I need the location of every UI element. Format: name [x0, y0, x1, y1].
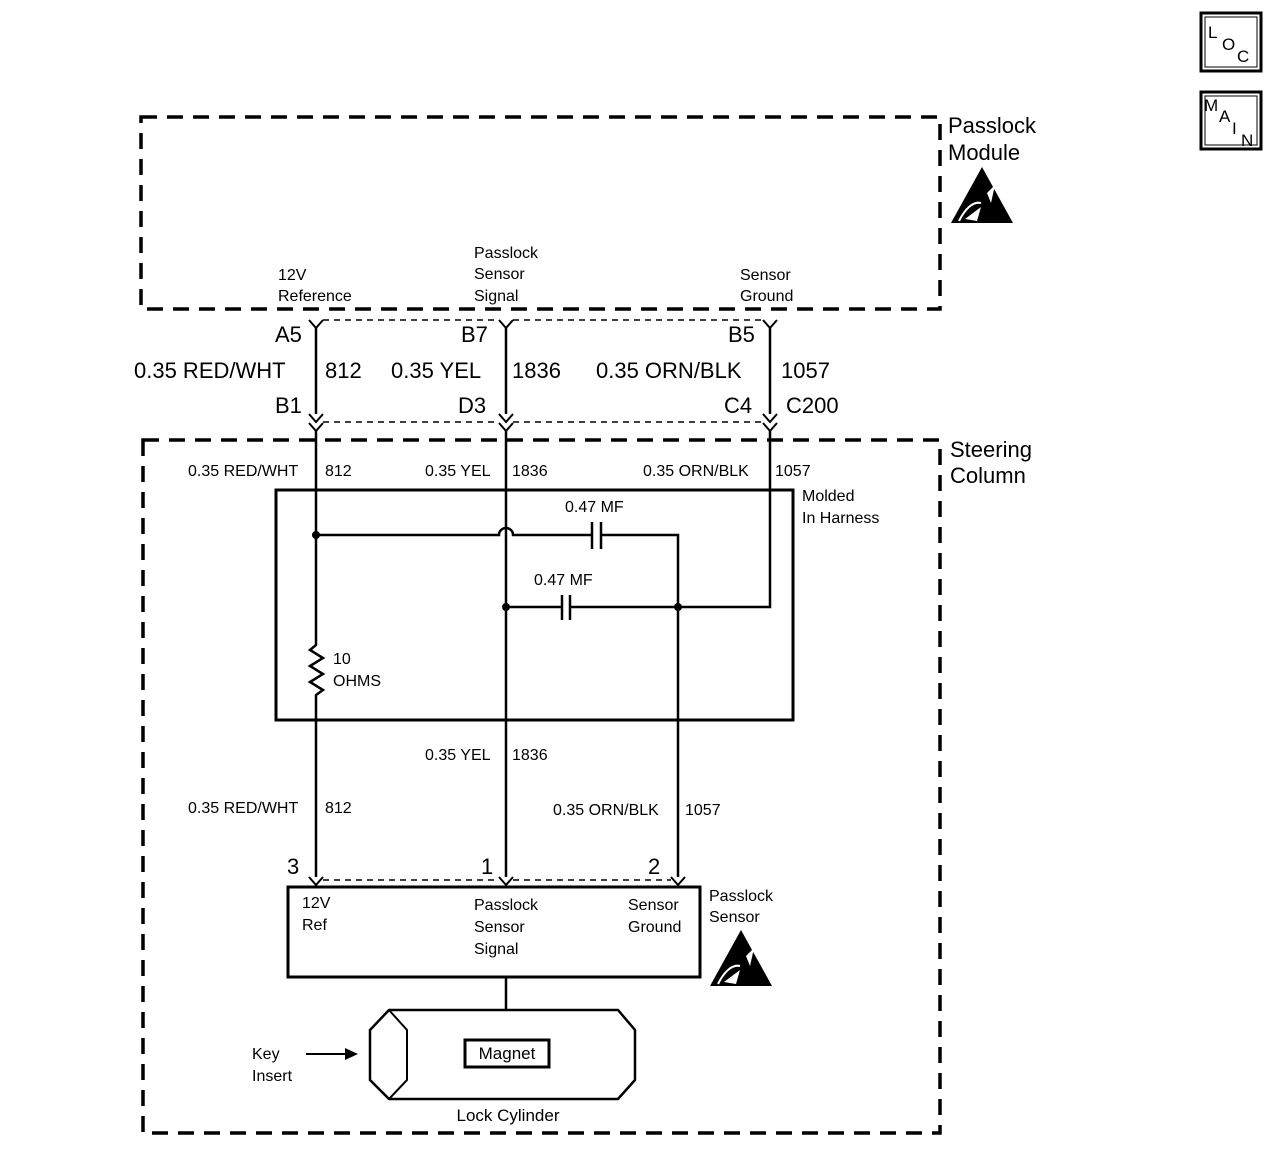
wire-upper-orn-circuit: 1057: [781, 358, 830, 383]
cap1-wire-right-ground: [601, 533, 680, 877]
wire-lower-red-color: 0.35 RED/WHT: [188, 800, 298, 817]
cap1-label: 0.47 MF: [565, 499, 624, 516]
wire-lower-yel-color: 0.35 YEL: [425, 747, 491, 764]
wire-lower-red-circuit: 812: [325, 800, 352, 817]
magnet-label: Magnet: [479, 1044, 536, 1063]
pin-d3: D3: [458, 393, 486, 418]
module-pin-sig-line3: Signal: [474, 288, 518, 305]
pin-c4: C4: [724, 393, 752, 418]
cap1-symbol: [590, 522, 603, 549]
main-letter-i: I: [1232, 119, 1237, 138]
cap2-label: 0.47 MF: [534, 572, 593, 589]
module-pin-ref-line1: 12V: [278, 267, 307, 284]
loc-letter-c: C: [1237, 47, 1249, 66]
sensor-ref-line2: Ref: [302, 917, 327, 934]
cap1-wire-left: [316, 526, 592, 537]
pin-b1: B1: [275, 393, 302, 418]
module-title-line1: Passlock: [948, 113, 1037, 138]
resistor-label-line1: 10: [333, 651, 351, 668]
key-insert-line2: Insert: [252, 1068, 293, 1085]
lock-cylinder-label: Lock Cylinder: [457, 1106, 560, 1125]
pin-b5: B5: [728, 322, 755, 347]
resistor-label-line2: OHMS: [333, 673, 381, 690]
sensor-title-line2: Sensor: [709, 909, 760, 926]
splice-gnd: [674, 603, 682, 611]
sensor-gnd-line1: Sensor: [628, 897, 679, 914]
sensor-ref-line1: 12V: [302, 895, 331, 912]
wire-upper-yel-color: 0.35 YEL: [391, 358, 481, 383]
wire-sc-orn-circuit: 1057: [775, 463, 811, 480]
splice-yel: [502, 603, 510, 611]
steering-title-line1: Steering: [950, 437, 1032, 462]
sensor-sig-line1: Passlock: [474, 897, 539, 914]
sensor-pin-1: 1: [481, 854, 493, 879]
steering-title-line2: Column: [950, 463, 1026, 488]
wire-upper-red-color: 0.35 RED/WHT: [134, 358, 286, 383]
molded-harness-box: [274, 488, 795, 722]
cap2-wire-right-orn: [570, 431, 772, 609]
module-pin-sig-line2: Sensor: [474, 266, 525, 283]
harness-label-line2: In Harness: [802, 510, 879, 527]
key-insert-line1: Key: [252, 1046, 280, 1063]
wire-sc-red-color: 0.35 RED/WHT: [188, 463, 298, 480]
splice-red: [312, 531, 320, 539]
wire-sc-yel-color: 0.35 YEL: [425, 463, 491, 480]
passlock-module-box: [139, 115, 942, 311]
wire-sc-yel-circuit: 1836: [512, 463, 548, 480]
passlock-sensor-box: [286, 885, 702, 979]
wire-sc-red-circuit: 812: [325, 463, 352, 480]
main-letter-a: A: [1219, 107, 1231, 126]
main-letter-n: N: [1241, 131, 1253, 150]
pin-a5: A5: [275, 322, 302, 347]
module-esd-icon: [950, 166, 1014, 224]
wire-lower-orn-color: 0.35 ORN/BLK: [553, 802, 659, 819]
harness-label-line1: Molded: [802, 488, 854, 505]
key-insert-arrow-icon: [345, 1048, 358, 1060]
connector-module-row: [308, 319, 778, 330]
wire-sc-orn-color: 0.35 ORN/BLK: [643, 463, 749, 480]
connector-sensor-row: [308, 876, 686, 887]
sensor-esd-icon: [709, 929, 773, 987]
main-letter-m: M: [1204, 96, 1218, 115]
module-pin-gnd-line2: Ground: [740, 288, 793, 305]
wire-upper-yel-circuit: 1836: [512, 358, 561, 383]
steering-column-box: [141, 438, 942, 1135]
sensor-pin-3: 3: [287, 854, 299, 879]
magnet-box: [463, 1038, 551, 1069]
sensor-pin-2: 2: [648, 854, 660, 879]
sensor-sig-line2: Sensor: [474, 919, 525, 936]
module-title-line2: Module: [948, 140, 1020, 165]
cap2-symbol: [560, 595, 572, 620]
pin-b7: B7: [461, 322, 488, 347]
wire-red-with-resistor: [307, 431, 326, 877]
connector-c200-label: C200: [786, 393, 839, 418]
wire-lower-orn-circuit: 1057: [685, 802, 721, 819]
sensor-gnd-line2: Ground: [628, 919, 681, 936]
loc-button[interactable]: L O C: [1199, 11, 1263, 73]
module-pin-sig-line1: Passlock: [474, 245, 539, 262]
lock-cylinder-face: [388, 1009, 408, 1100]
loc-letter-l: L: [1208, 23, 1217, 42]
sensor-title-line1: Passlock: [709, 888, 774, 905]
loc-letter-o: O: [1222, 35, 1235, 54]
wire-upper-red-circuit: 812: [325, 358, 362, 383]
main-button[interactable]: M A I N: [1199, 90, 1263, 151]
wire-upper-orn-color: 0.35 ORN/BLK: [596, 358, 742, 383]
connector-c200-row: [308, 413, 778, 433]
sensor-sig-line3: Signal: [474, 941, 518, 958]
wire-lower-yel-circuit: 1836: [512, 747, 548, 764]
module-pin-gnd-line1: Sensor: [740, 267, 791, 284]
module-pin-ref-line2: Reference: [278, 288, 352, 305]
